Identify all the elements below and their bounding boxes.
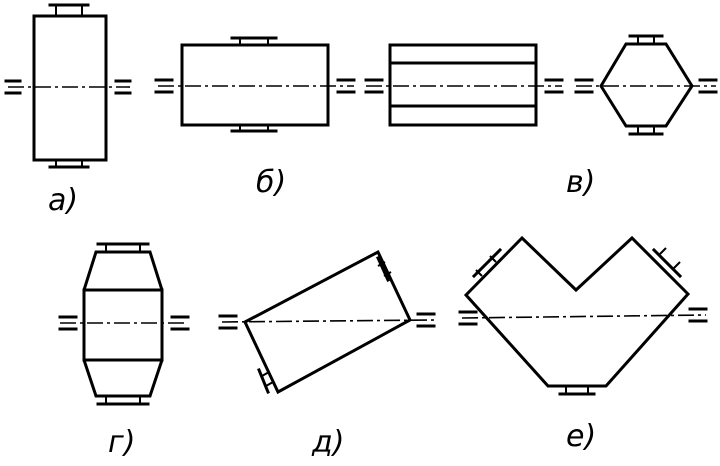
variant-d-inclined-drum: д) [218,249,436,460]
variant-v-drum-body [599,42,694,128]
variant-e-mixer-body [463,235,691,388]
variant-d-drum-body [243,249,412,395]
variant-a-drum-body [32,14,108,162]
variant-v-hexagonal-drum: в) [566,34,718,200]
variant-d-label: д) [311,425,344,460]
variant-g-double-cone-drum: г) [58,242,190,460]
banded-drum-body [388,43,538,127]
variant-v-label: в) [566,165,595,200]
variant-e-label: е) [566,419,596,454]
variant-g-drum-body [82,250,164,398]
banded-horizontal-drum [364,43,564,127]
variant-a-vertical-drum: а) [4,3,132,218]
variant-d-rotation-axis [221,319,435,323]
variant-g-label: г) [108,425,135,460]
variant-a-label: а) [48,183,78,218]
variant-e-v-shaped-mixer: е) [458,235,708,454]
variant-b-label: б) [256,165,286,200]
variant-e-rotation-axis [461,314,707,319]
variant-b-horizontal-drum: б) [154,36,356,200]
variant-b-drum-body [180,43,330,127]
